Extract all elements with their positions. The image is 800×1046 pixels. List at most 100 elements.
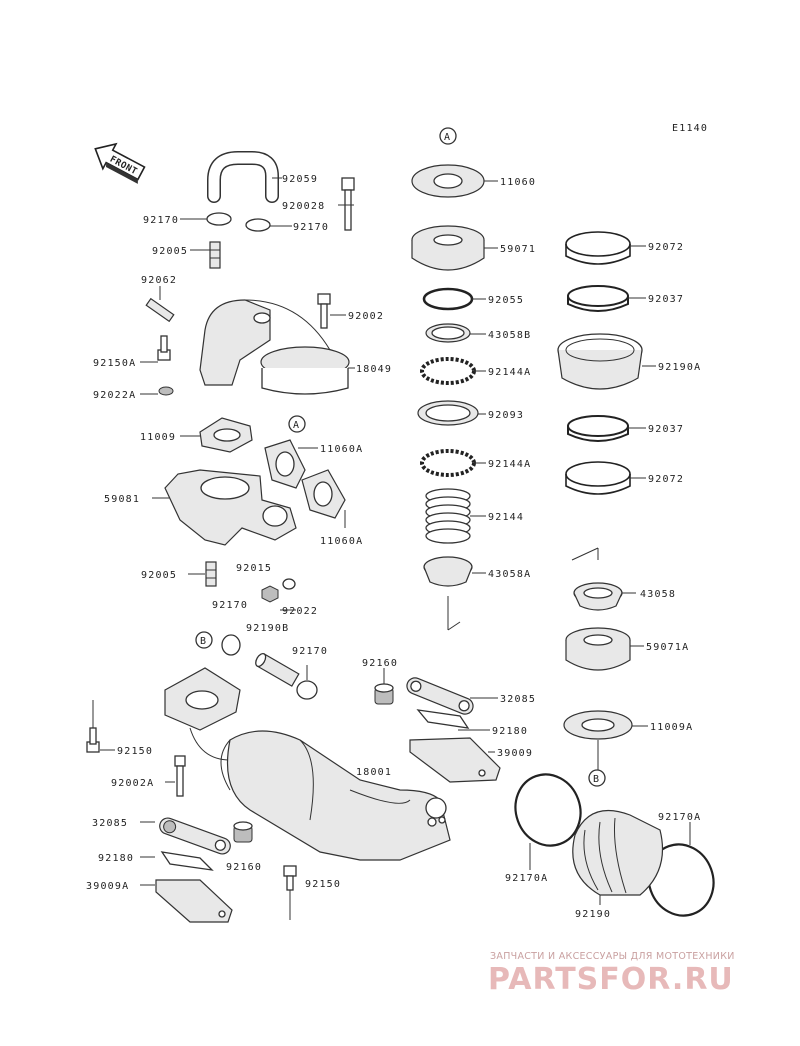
plate-92180-right [416, 709, 470, 729]
bolt-92150-left [86, 727, 100, 753]
hose-92190 [572, 809, 664, 896]
bolt-92150-right [283, 865, 297, 891]
part-label: 92180 [492, 726, 528, 737]
part-label: 92170 [292, 646, 328, 657]
part-label: 18049 [356, 364, 392, 375]
part-label: 92160 [226, 862, 262, 873]
wave-spring-92144A-lower [420, 449, 476, 477]
front-direction-arrow: FRONT [94, 142, 146, 184]
part-label: 92180 [98, 853, 134, 864]
part-label: 92015 [236, 563, 272, 574]
collar-92160-upper [374, 683, 394, 705]
part-label: 92002A [111, 778, 154, 789]
part-label: 92055 [488, 295, 524, 306]
part-label: 92093 [488, 410, 524, 421]
hose-92190A [557, 333, 643, 390]
part-label: 92160 [362, 658, 398, 669]
part-label: 92072 [648, 242, 684, 253]
part-label: 11009A [650, 722, 693, 733]
part-label: 18001 [356, 767, 392, 778]
band-92072-upper [565, 231, 631, 257]
leader-lines [92, 177, 691, 920]
part-label: 92062 [141, 275, 177, 286]
part-label: 92037 [648, 424, 684, 435]
clamp-92170A-left [514, 773, 582, 847]
part-label: 43058A [488, 569, 531, 580]
part-label: 92150 [305, 879, 341, 890]
callout-a-elbow [288, 415, 306, 433]
part-label: 11060 [500, 177, 536, 188]
callout-b-lower-label: B [593, 774, 600, 785]
band-92072-lower [565, 461, 631, 487]
hose-fitting-59071A [565, 627, 631, 671]
exhaust-manifold-59081 [164, 469, 297, 546]
bracket-32085-left [159, 817, 231, 855]
stud-92062 [145, 297, 175, 323]
part-label: 59081 [104, 494, 140, 505]
gasket-11060A-upper [264, 439, 306, 489]
part-label: 92002 [348, 311, 384, 322]
callout-b-flange-label: B [200, 636, 207, 647]
part-label: 92144 [488, 512, 524, 523]
part-label: 92190B [246, 623, 289, 634]
part-label: 32085 [92, 818, 128, 829]
part-label: 92150 [117, 746, 153, 757]
nipple-92005-lower [205, 561, 217, 587]
flange-pipe [164, 667, 241, 761]
muffler-18001 [220, 730, 451, 861]
part-label: 59071A [646, 642, 689, 653]
part-label: 43058 [640, 589, 676, 600]
clamp-92170-mid-left [221, 634, 241, 656]
part-label: 11060A [320, 536, 363, 547]
part-label: 92170A [658, 812, 701, 823]
part-label: 92190A [658, 362, 701, 373]
ring-43058A [423, 556, 473, 587]
callout-a-top [439, 127, 457, 145]
part-label: 92022A [93, 390, 136, 401]
bracket-32085-right [406, 677, 474, 715]
plate-92180-left [160, 851, 214, 871]
part-label: 92144A [488, 367, 531, 378]
part-label: 59071 [500, 244, 536, 255]
callout-b-lower [588, 769, 606, 787]
part-label: 92144A [488, 459, 531, 470]
bracket-39009A [155, 879, 233, 923]
clamp-92170-left [206, 212, 232, 226]
washer-92022A [158, 386, 174, 396]
part-label: 92072 [648, 474, 684, 485]
wave-spring-92144A-upper [420, 357, 476, 385]
bolt-92002 [317, 293, 331, 329]
part-number-labels: 92059 920028 92170 92170 92005 92062 920… [86, 174, 701, 920]
part-label: 92022 [282, 606, 318, 617]
part-label: 92005 [152, 246, 188, 257]
gasket-11060A-lower [301, 469, 346, 519]
ring-43058 [573, 582, 623, 611]
part-label: 92170 [212, 600, 248, 611]
o-ring-92055 [422, 287, 474, 311]
part-label: 92170 [293, 222, 329, 233]
callout-a-top-label: A [444, 132, 451, 143]
callout-b-flange [195, 631, 213, 649]
part-label: 92190 [575, 909, 611, 920]
bolt-92002A [174, 755, 186, 797]
exhaust-elbow-18049 [199, 299, 350, 395]
part-label: 11060A [320, 444, 363, 455]
clamp-92037-upper [567, 285, 629, 307]
diagram-code: E1140 [672, 123, 708, 134]
bolt-920028 [341, 177, 355, 231]
gasket-11009 [199, 417, 253, 453]
ring-92093 [417, 400, 479, 426]
part-label: 39009A [86, 881, 129, 892]
part-label: 92170 [143, 215, 179, 226]
part-label: 92150A [93, 358, 136, 369]
hose-fitting-59071 [411, 225, 485, 271]
clamp-92170A-right [647, 843, 715, 917]
part-label: 92170A [505, 873, 548, 884]
callout-a-elbow-label: A [293, 420, 300, 431]
bolt-92150A [157, 335, 171, 361]
collar-92160-lower [233, 821, 253, 843]
part-label: 32085 [500, 694, 536, 705]
clamp-92170-right [245, 218, 271, 232]
